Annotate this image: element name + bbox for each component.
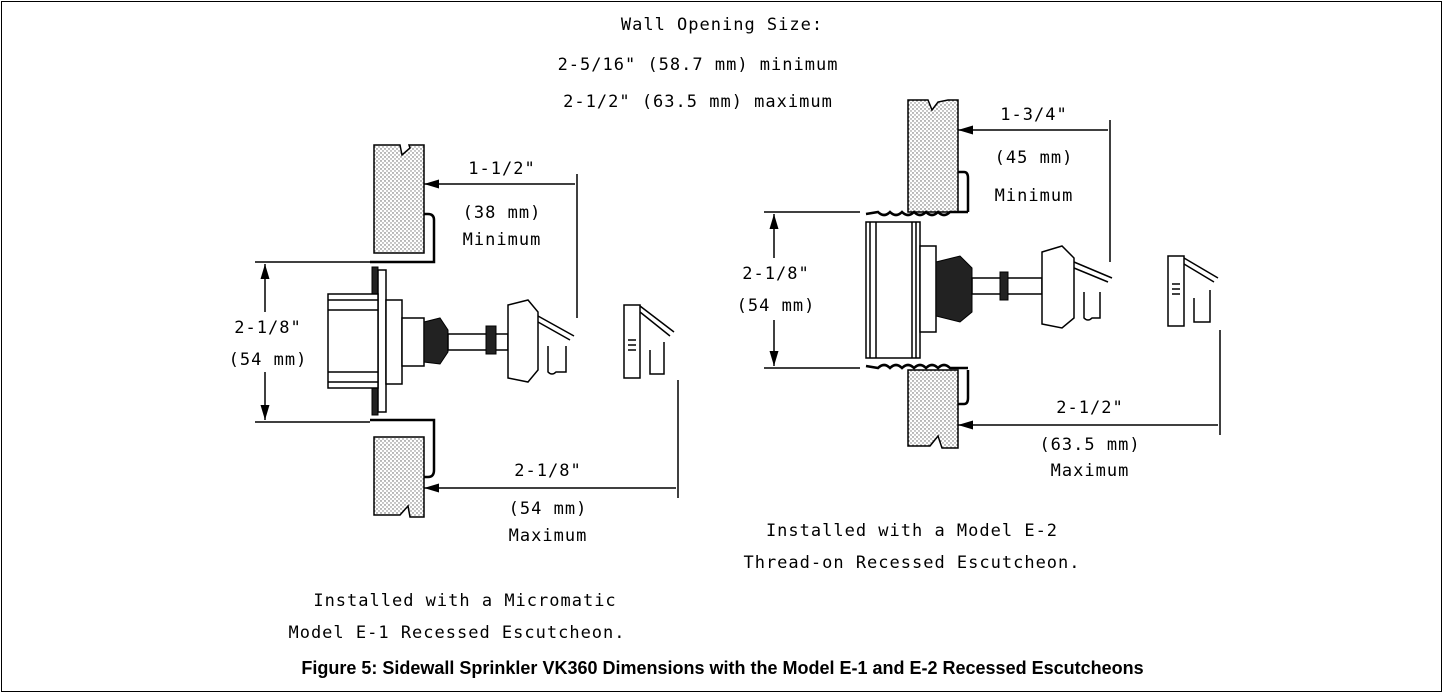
right-max-mm: (63.5 mm) [1039, 435, 1140, 455]
header-line-2: 2-5/16" (58.7 mm) minimum [558, 55, 839, 75]
left-max-mm: (54 mm) [509, 499, 588, 519]
left-cap [507, 299, 539, 383]
left-stem [447, 333, 509, 351]
left-caption-1: Installed with a Micromatic [313, 591, 616, 611]
right-frame [935, 255, 973, 323]
right-height-dim: 2-1/8" [742, 264, 809, 284]
left-min-label: Minimum [463, 230, 542, 250]
left-escutcheon-rim [377, 269, 387, 413]
left-cover-cup [623, 304, 641, 379]
right-cover-cup [1167, 255, 1185, 327]
right-escutcheon-top [958, 170, 970, 212]
right-threaded-body [865, 221, 921, 359]
left-shell [401, 317, 425, 367]
right-caption-2: Thread-on Recessed Escutcheon. [743, 553, 1080, 573]
left-threaded-body [327, 293, 379, 389]
right-max-label: Maximum [1051, 461, 1130, 481]
left-max-label: Maximum [509, 526, 588, 546]
right-min-label: Minimum [995, 186, 1074, 206]
right-hex-body [919, 245, 937, 333]
left-upper-wall [373, 144, 425, 254]
left-frame [423, 317, 449, 365]
left-escutcheon-top [370, 212, 436, 264]
right-escutcheon-bottom [958, 370, 970, 406]
left-hex-body [385, 299, 403, 385]
right-height-mm: (54 mm) [737, 296, 816, 316]
left-caption-2: Model E-1 Recessed Escutcheon. [288, 623, 625, 643]
right-caption-1: Installed with a Model E-2 [766, 521, 1058, 541]
left-max-dim: 2-1/8" [514, 461, 581, 481]
right-lower-wall [907, 369, 959, 449]
figure-caption: Figure 5: Sidewall Sprinkler VK360 Dimen… [301, 658, 1144, 678]
left-height-dim: 2-1/8" [234, 318, 301, 338]
left-height-mm: (54 mm) [229, 350, 308, 370]
right-max-dim: 2-1/2" [1056, 398, 1123, 418]
left-escutcheon-bottom [370, 418, 436, 479]
right-upper-wall [907, 99, 959, 213]
header-line-1: Wall Opening Size: [621, 15, 823, 35]
left-assembly: 1-1/2" (38 mm) Minimum 2-1/8" (54 mm) 2-… [229, 144, 679, 643]
right-min-mm: (45 mm) [995, 148, 1074, 168]
right-min-dim: 1-3/4" [1000, 105, 1067, 125]
left-min-dim: 1-1/2" [468, 159, 535, 179]
left-lower-wall [373, 436, 425, 518]
header-line-3: 2-1/2" (63.5 mm) maximum [563, 92, 833, 112]
right-assembly: 1-3/4" (45 mm) Minimum 2-1/8" (54 mm) 2-… [737, 99, 1221, 573]
right-cap [1041, 245, 1075, 329]
left-min-mm: (38 mm) [463, 203, 542, 223]
